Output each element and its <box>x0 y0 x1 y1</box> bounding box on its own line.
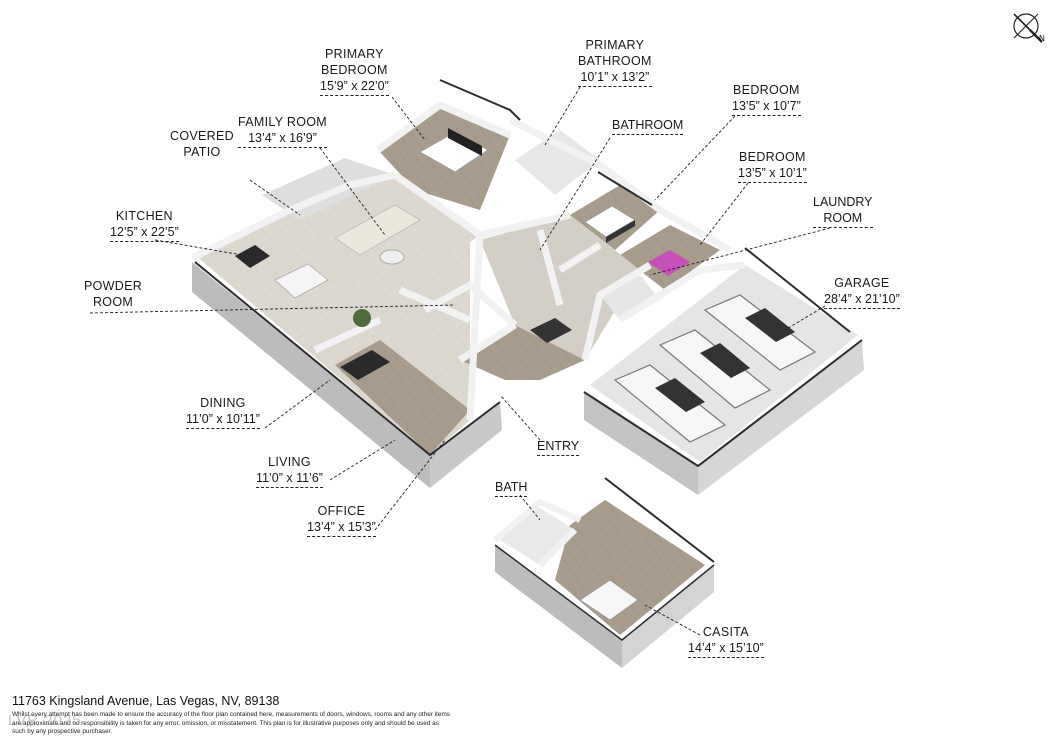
room-name: CASITA <box>702 625 749 639</box>
room-dimensions: 11’0” x 10’11” <box>186 411 260 429</box>
label-primary-bedroom: PRIMARY BEDROOM 15’9” x 22’0” <box>320 46 389 96</box>
label-family-room: FAMILY ROOM 13’4” x 16’9” <box>238 114 327 148</box>
label-leader-lines <box>89 86 831 636</box>
room-dimensions: 14’4” x 15’10” <box>688 640 764 658</box>
compass-north-label: N <box>1039 34 1045 43</box>
label-dining: DINING 11’0” x 10’11” <box>186 395 260 429</box>
laundry-floor <box>600 275 660 320</box>
dining-table <box>340 350 390 380</box>
bedroom-1-bed <box>584 205 636 243</box>
room-name: LIVING <box>268 455 311 469</box>
label-primary-bathroom: PRIMARY BATHROOM 10’1” x 13’2” <box>578 37 652 87</box>
casita-wall-side <box>622 565 714 668</box>
room-name: BEDROOM <box>733 83 800 97</box>
room-name: BATH <box>495 479 528 497</box>
casita-bed <box>579 579 639 621</box>
casita-walls <box>493 498 582 568</box>
compass-rose: N <box>1006 6 1050 50</box>
label-bathroom: BATHROOM <box>612 117 684 135</box>
room-name: POWDER ROOM <box>84 279 143 309</box>
disclaimer-text: Whilst every attempt has been made to en… <box>12 711 450 736</box>
casita-bath-floor <box>500 505 575 565</box>
label-bedroom-1: BEDROOM 13’5” x 10’7” <box>732 82 801 116</box>
room-dimensions: 28’4” x 21’10” <box>824 291 900 309</box>
label-garage: GARAGE 28’4” x 21’10” <box>824 275 900 309</box>
watermark: LVR 2025 <box>8 712 82 729</box>
garage-car-3 <box>703 294 817 371</box>
label-kitchen: KITCHEN 12’5” x 22’5” <box>110 208 179 242</box>
label-bath: BATH <box>495 479 528 497</box>
label-covered-patio: COVERED PATIO <box>170 128 234 160</box>
room-name: FAMILY ROOM <box>238 115 327 129</box>
room-name: PRIMARY BATHROOM <box>578 38 652 68</box>
room-dimensions: 15’9” x 22’0” <box>320 78 389 96</box>
room-dimensions: 12’5” x 22’5” <box>110 224 179 242</box>
exterior-wall-front <box>430 402 502 488</box>
kitchen-dining-table <box>235 245 270 268</box>
label-living: LIVING 11’0” x 11’6” <box>256 454 323 488</box>
garage-wall-front <box>584 392 698 495</box>
bedroom-2-bed <box>648 250 690 276</box>
room-dimensions: 13’4” x 15’3” <box>307 519 376 537</box>
hall-floor <box>480 215 640 360</box>
primary-bed <box>419 128 489 173</box>
room-name: PRIMARY BEDROOM <box>321 47 388 77</box>
main-house <box>190 79 864 495</box>
exterior-wall-south <box>192 262 430 488</box>
label-casita: CASITA 14’4” x 15’10” <box>688 624 764 658</box>
garage-car-1 <box>613 364 727 443</box>
room-dimensions: 11’0” x 11’6” <box>256 470 323 488</box>
room-dimensions: 13’5” x 10’7” <box>732 98 801 116</box>
room-name: GARAGE <box>834 276 890 290</box>
room-dimensions: 10’1” x 13’2” <box>578 69 652 87</box>
primary-bathroom-floor <box>515 130 600 195</box>
property-address: 11763 Kingsland Avenue, Las Vegas, NV, 8… <box>12 694 280 708</box>
compass-icon <box>1013 13 1043 43</box>
label-powder-room: POWDER ROOM <box>84 278 142 310</box>
garage-wall-side <box>698 340 864 495</box>
office-desk <box>530 318 572 343</box>
room-name: DINING <box>200 396 246 410</box>
wall-edges <box>194 79 863 468</box>
room-dimensions: 13’4” x 16’9” <box>238 130 327 148</box>
garage-car-2 <box>658 329 772 409</box>
label-entry: ENTRY <box>537 438 580 456</box>
potted-plant <box>353 309 371 327</box>
entry-floor <box>460 325 585 380</box>
room-dimensions: 13’5” x 10’1” <box>738 165 807 183</box>
casita-wall-front <box>495 545 622 668</box>
room-name: COVERED PATIO <box>170 129 234 159</box>
room-name: ENTRY <box>537 438 580 456</box>
room-name: OFFICE <box>317 504 366 518</box>
label-bedroom-2: BEDROOM 13’5” x 10’1” <box>738 149 807 183</box>
sofa <box>334 204 421 256</box>
label-laundry-room: LAUNDRY ROOM <box>813 194 873 228</box>
label-office: OFFICE 13’4” x 15’3” <box>307 503 376 537</box>
room-name: LAUNDRY ROOM <box>813 194 873 228</box>
kitchen-island <box>274 263 329 299</box>
casita <box>493 477 715 668</box>
room-name: BATHROOM <box>612 117 684 135</box>
room-name: KITCHEN <box>115 209 173 223</box>
room-name: BEDROOM <box>739 150 806 164</box>
interior-walls <box>190 101 746 421</box>
coffee-table <box>379 249 405 265</box>
